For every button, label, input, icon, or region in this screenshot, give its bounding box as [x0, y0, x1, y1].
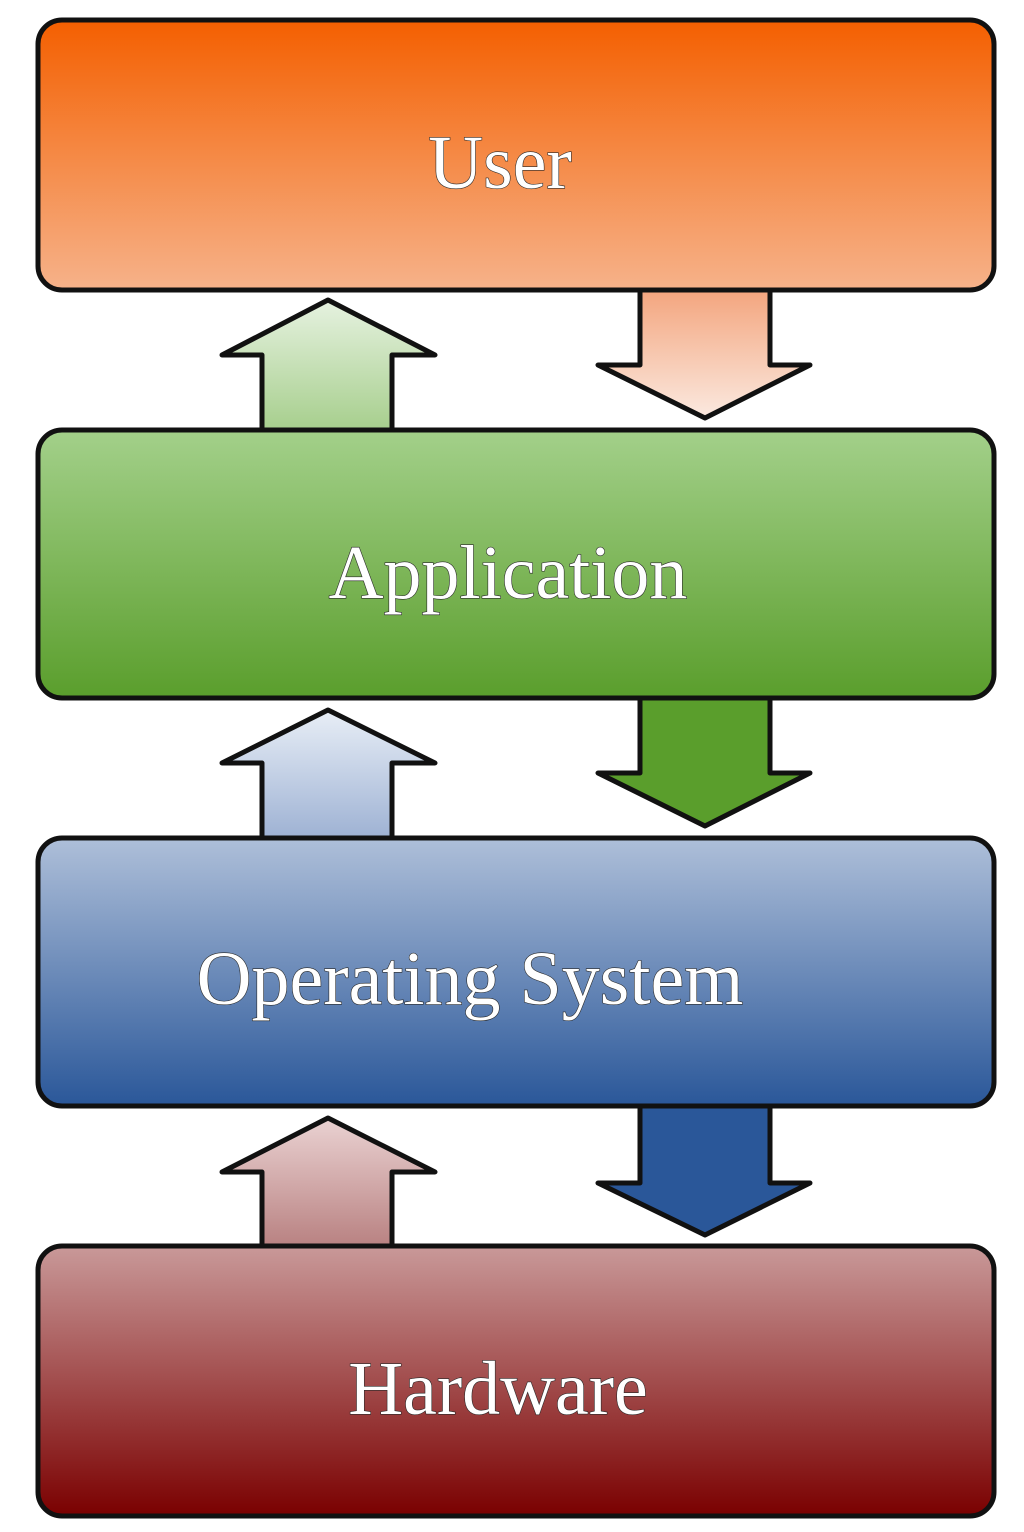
up-arrow-hardware-to-operating-system — [219, 1115, 438, 1253]
application-box — [35, 427, 997, 701]
down-arrow-operating-system-to-hardware — [595, 1101, 813, 1238]
up-arrow-operating-system-to-application — [219, 707, 438, 843]
application-layer: Application — [35, 427, 997, 701]
application-label: Application — [329, 531, 688, 615]
hardware-box — [35, 1243, 997, 1519]
operating-system-layer: Operating System — [35, 835, 997, 1109]
operating-system-label: Operating System — [197, 937, 744, 1021]
user-label: User — [428, 121, 572, 205]
up-arrow-application-to-user — [219, 297, 438, 435]
user-box — [35, 17, 997, 293]
down-arrow-application-to-operating-system — [595, 692, 813, 829]
down-arrow-user-to-application — [595, 282, 813, 421]
hardware-layer: Hardware — [35, 1243, 997, 1519]
user-layer: User — [35, 17, 997, 293]
operating-system-box — [35, 835, 997, 1109]
hardware-label: Hardware — [348, 1347, 648, 1431]
arrows — [219, 282, 813, 1253]
layer-boxes: User Application Operating System Hardwa… — [35, 17, 997, 1519]
